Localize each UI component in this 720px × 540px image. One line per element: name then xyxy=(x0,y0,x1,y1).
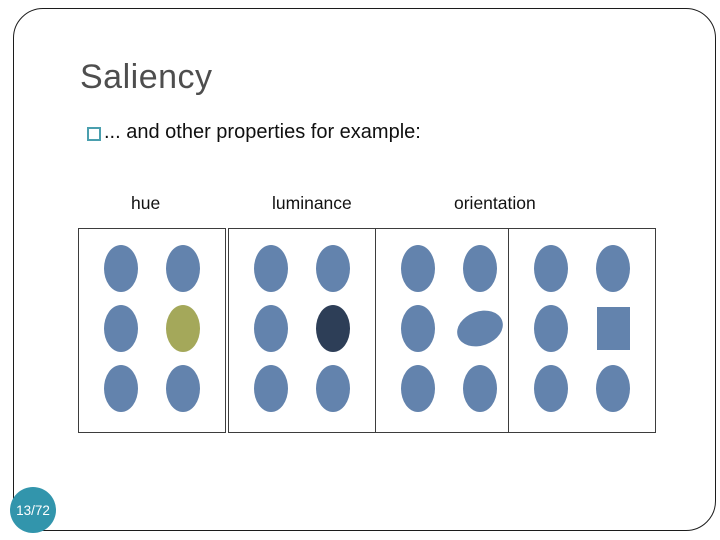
distractor-ellipse xyxy=(316,244,350,292)
distractor-ellipse xyxy=(104,304,138,352)
distractor-ellipse xyxy=(104,244,138,292)
bullet-text: ... and other properties for example: xyxy=(104,121,421,143)
distractor-ellipse xyxy=(596,244,630,292)
distractor-ellipse xyxy=(104,365,138,413)
distractor-ellipse xyxy=(316,365,350,413)
panel-label-luminance: luminance xyxy=(272,193,352,213)
panel-label-orientation: orientation xyxy=(454,193,536,213)
distractor-ellipse xyxy=(534,365,568,413)
panel-orientation xyxy=(375,228,523,433)
panel-luminance xyxy=(228,228,376,433)
distractor-ellipse xyxy=(401,304,435,352)
distractor-ellipse xyxy=(534,244,568,292)
square-bullet-icon xyxy=(87,126,101,141)
panel-shape xyxy=(508,228,656,433)
bullet-line: ... and other properties for example: xyxy=(87,121,421,144)
odd-item-hue-ellipse xyxy=(166,304,200,352)
slide-number: 13/72 xyxy=(16,502,50,518)
odd-item-square xyxy=(596,306,630,350)
distractor-ellipse xyxy=(254,304,288,352)
distractor-ellipse xyxy=(534,304,568,352)
odd-item-rotated-ellipse xyxy=(452,304,508,353)
distractor-ellipse xyxy=(463,244,497,292)
distractor-ellipse xyxy=(166,365,200,413)
slide-number-badge: 13/72 xyxy=(10,487,56,533)
distractor-ellipse xyxy=(254,365,288,413)
panel-label-hue: hue xyxy=(131,193,161,213)
panel-hue xyxy=(78,228,226,433)
distractor-ellipse xyxy=(401,365,435,413)
distractor-ellipse xyxy=(463,365,497,413)
distractor-ellipse xyxy=(596,365,630,413)
odd-item-dark-ellipse xyxy=(316,304,350,352)
distractor-ellipse xyxy=(401,244,435,292)
distractor-ellipse xyxy=(254,244,288,292)
page-title: Saliency xyxy=(80,58,213,96)
distractor-ellipse xyxy=(166,244,200,292)
